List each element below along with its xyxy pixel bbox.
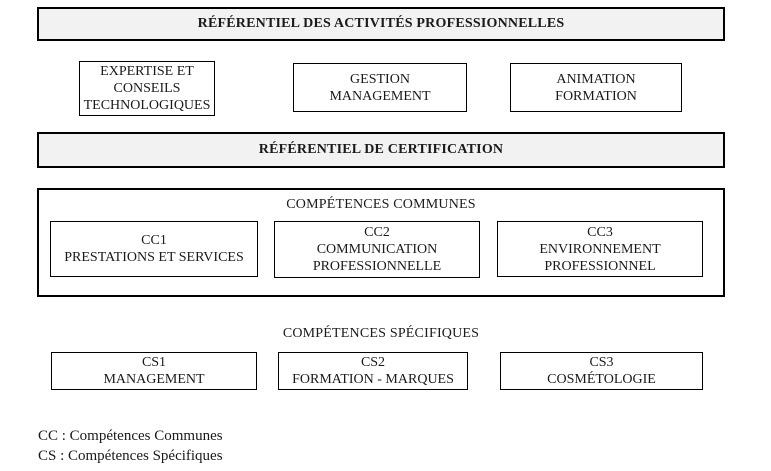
cs2-code: CS2 [360, 355, 386, 370]
cs2-box: CS2 FORMATION - MARQUES [278, 352, 468, 390]
cs3-box: CS3 COSMÉTOLOGIE [500, 352, 703, 390]
cc3-code: CC3 [587, 224, 613, 240]
cc2-label: PROFESSIONNELLE [312, 259, 442, 274]
rap-box-expertise: EXPERTISE ET CONSEILS TECHNOLOGIQUES [79, 61, 215, 116]
rap-box-animation-line: FORMATION [555, 88, 637, 104]
cc1-code: CC1 [141, 233, 167, 248]
rap-box-expertise-line: TECHNOLOGIQUES [83, 98, 211, 113]
certification-header: RÉFÉRENTIEL DE CERTIFICATION [37, 132, 725, 168]
cs1-label: MANAGEMENT [103, 372, 205, 387]
legend: CC : Compétences Communes CS : Compétenc… [38, 426, 223, 466]
specific-competencies-title: COMPÉTENCES SPÉCIFIQUES [282, 326, 480, 341]
rap-box-expertise-line: EXPERTISE ET [100, 64, 194, 79]
cc1-box: CC1 PRESTATIONS ET SERVICES [50, 221, 258, 277]
cc1-label: PRESTATIONS ET SERVICES [64, 250, 244, 265]
cs3-label: COSMÉTOLOGIE [547, 372, 656, 387]
cc2-code: CC2 [364, 225, 390, 240]
rap-box-gestion: GESTION MANAGEMENT [293, 63, 467, 112]
legend-line-cs: CS : Compétences Spécifiques [38, 448, 223, 464]
cs2-label: FORMATION - MARQUES [292, 372, 454, 387]
cc2-label: COMMUNICATION [316, 242, 438, 257]
rap-box-gestion-line: GESTION [350, 71, 410, 87]
cc3-label: ENVIRONNEMENT [539, 241, 661, 257]
rap-box-gestion-line: MANAGEMENT [329, 88, 431, 104]
common-competencies-title: COMPÉTENCES COMMUNES [286, 197, 476, 212]
cs3-code: CS3 [589, 355, 614, 370]
cc3-box: CC3 ENVIRONNEMENT PROFESSIONNEL [497, 221, 703, 277]
rap-box-animation: ANIMATION FORMATION [510, 63, 682, 112]
cs1-box: CS1 MANAGEMENT [51, 352, 257, 390]
cc3-label: PROFESSIONNEL [544, 258, 656, 274]
rap-header: RÉFÉRENTIEL DES ACTIVITÉS PROFESSIONNELL… [37, 7, 725, 41]
rap-box-animation-line: ANIMATION [556, 71, 636, 87]
cc2-box: CC2 COMMUNICATION PROFESSIONNELLE [274, 221, 480, 278]
rap-box-expertise-line: CONSEILS [113, 81, 181, 96]
cs1-code: CS1 [141, 355, 167, 370]
legend-line-cc: CC : Compétences Communes [38, 428, 223, 444]
